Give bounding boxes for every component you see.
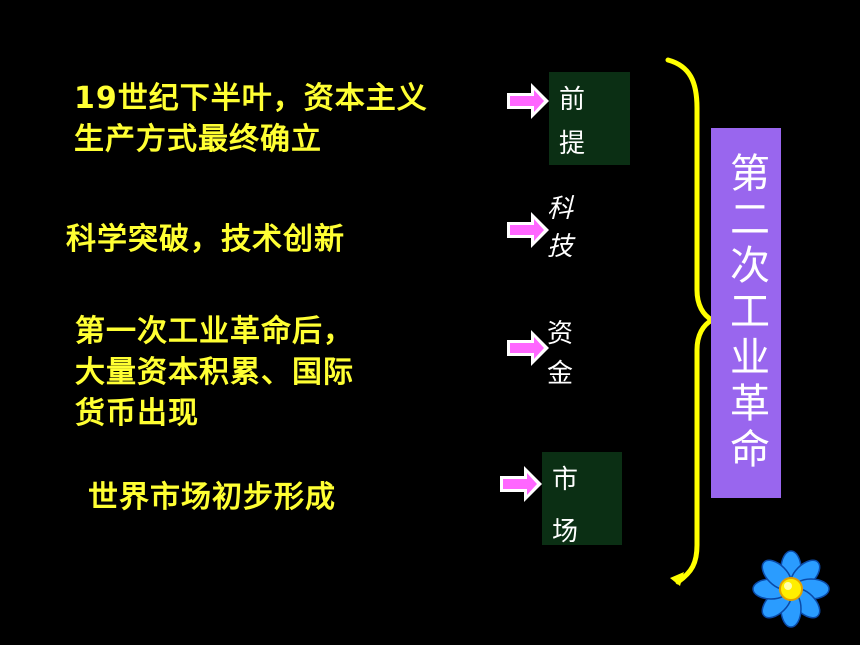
label-capital: 资 金 bbox=[547, 319, 574, 389]
arrow-4-icon bbox=[500, 466, 542, 502]
arrow-1-icon bbox=[507, 83, 549, 119]
condition-4-text: 世界市场初步形成 bbox=[88, 480, 336, 515]
result-title: 第二次工业革命 bbox=[723, 152, 769, 474]
condition-2-text: 科学突破，技术创新 bbox=[66, 222, 345, 257]
arrow-3-icon bbox=[507, 330, 549, 366]
label-premise: 前 提 bbox=[559, 85, 586, 159]
condition-1-text: 19世纪下半叶，资本主义 生产方式最终确立 bbox=[74, 81, 428, 157]
arrow-2-icon bbox=[507, 212, 549, 248]
label-box-premise: 前 提 bbox=[549, 72, 630, 165]
condition-3-text: 第一次工业革命后， 大量资本积累、国际 货币出现 bbox=[75, 314, 354, 431]
label-market: 市 场 bbox=[552, 465, 579, 547]
label-box-market: 市 场 bbox=[542, 452, 622, 547]
label-technology: 科 技 bbox=[547, 194, 574, 262]
result-box: 第二次工业革命 bbox=[711, 128, 781, 498]
